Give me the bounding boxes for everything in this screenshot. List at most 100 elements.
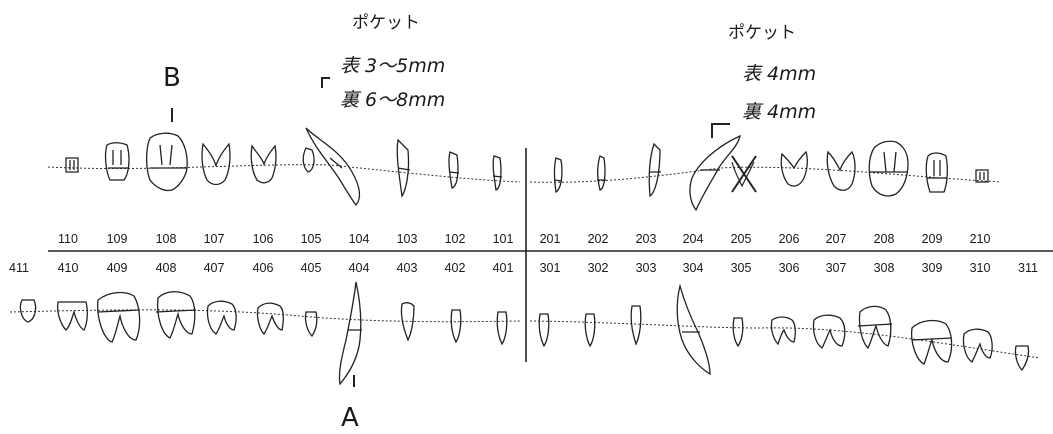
label-b: B	[163, 63, 181, 93]
tooth-404	[338, 281, 362, 386]
tooth-number-307: 307	[826, 261, 847, 275]
tooth-202	[597, 155, 606, 191]
tooth-number-206: 206	[779, 232, 800, 246]
tooth-number-209: 209	[922, 232, 943, 246]
tooth-number-208: 208	[874, 232, 895, 246]
tooth-number-401: 401	[493, 261, 514, 275]
tooth-407	[206, 300, 237, 335]
tooth-402	[450, 309, 462, 344]
right-pocket-front: 表 4mm	[742, 63, 816, 85]
tooth-number-305: 305	[731, 261, 752, 275]
tooth-number-304: 304	[683, 261, 704, 275]
tooth-number-202: 202	[588, 232, 609, 246]
tooth-109	[104, 142, 130, 181]
tooth-number-405: 405	[301, 261, 322, 275]
tooth-105	[302, 147, 315, 173]
tooth-301	[538, 313, 550, 348]
tooth-number-310: 310	[970, 261, 991, 275]
lower-right-teeth	[538, 283, 1030, 376]
tooth-207	[826, 150, 856, 191]
tooth-number-108: 108	[156, 232, 177, 246]
tooth-306	[770, 316, 796, 346]
tooth-208	[868, 140, 909, 197]
tooth-number-308: 308	[874, 261, 895, 275]
tooth-308	[857, 305, 893, 350]
tooth-number-102: 102	[445, 232, 466, 246]
tooth-number-103: 103	[397, 232, 418, 246]
tooth-number-201: 201	[540, 232, 561, 246]
tooth-number-302: 302	[588, 261, 609, 275]
upper-left-teeth	[65, 127, 503, 207]
tooth-110	[65, 157, 79, 173]
tooth-410	[56, 301, 88, 331]
lower-gumline	[9, 309, 1041, 359]
tooth-201	[553, 157, 563, 194]
tooth-number-407: 407	[204, 261, 225, 275]
tooth-209	[925, 152, 948, 193]
left-pocket-title: ポケット	[352, 13, 420, 33]
label-a: A	[341, 403, 359, 433]
tooth-103	[396, 138, 411, 198]
tooth-403	[400, 302, 415, 342]
right-pocket-bracket	[711, 123, 730, 138]
tooth-number-404: 404	[349, 261, 370, 275]
tooth-210	[975, 169, 989, 183]
lower-left-teeth	[19, 281, 508, 386]
tooth-204	[689, 134, 741, 212]
tooth-number-106: 106	[253, 232, 274, 246]
tooth-number-110: 110	[58, 232, 78, 246]
tooth-307	[812, 314, 846, 349]
left-pocket-bracket	[321, 77, 330, 88]
tooth-number-306: 306	[779, 261, 800, 275]
tooth-number-411: 411	[9, 261, 29, 275]
tooth-number-210: 210	[970, 232, 991, 246]
tooth-309	[910, 319, 953, 365]
tooth-302	[584, 313, 596, 348]
tooth-number-107: 107	[204, 232, 225, 246]
tooth-311	[1014, 345, 1030, 372]
left-pocket-back: 裏 6～8mm	[340, 89, 445, 111]
tooth-310	[962, 328, 993, 363]
tooth-205-cross	[731, 155, 757, 193]
upper-gumline	[47, 164, 1001, 183]
tooth-203	[648, 142, 661, 198]
left-pocket-front: 表 3～5mm	[340, 55, 445, 77]
tooth-411	[19, 299, 37, 323]
upper-right-teeth	[553, 134, 989, 212]
tooth-205	[731, 161, 755, 188]
tooth-101	[492, 155, 503, 191]
tooth-number-104: 104	[349, 232, 370, 246]
tooth-number-402: 402	[445, 261, 466, 275]
tooth-106	[250, 144, 277, 184]
tooth-number-409: 409	[107, 261, 128, 275]
tooth-number-105: 105	[301, 232, 322, 246]
tooth-406	[256, 302, 284, 336]
tooth-405	[304, 311, 318, 338]
tooth-number-207: 207	[826, 232, 847, 246]
tooth-305	[732, 317, 744, 348]
tooth-number-303: 303	[636, 261, 657, 275]
tooth-number-301: 301	[540, 261, 561, 275]
tooth-number-309: 309	[922, 261, 943, 275]
tooth-number-410: 410	[58, 261, 79, 275]
tooth-304	[676, 283, 711, 376]
tooth-number-406: 406	[253, 261, 274, 275]
tooth-number-204: 204	[683, 232, 704, 246]
tooth-102	[448, 151, 460, 189]
tooth-107	[201, 142, 231, 186]
tooth-number-101: 101	[493, 232, 514, 246]
tooth-104	[305, 127, 361, 207]
tooth-number-203: 203	[636, 232, 657, 246]
right-pocket-back: 裏 4mm	[742, 101, 816, 123]
tooth-401	[496, 311, 508, 346]
tooth-206	[780, 150, 808, 187]
tooth-number-109: 109	[107, 232, 128, 246]
tooth-108	[145, 132, 188, 192]
upper-tooth-numbers: 110 109 108 107 106 105 104 103 102 101 201 202 203 2…	[58, 232, 990, 246]
tooth-number-408: 408	[156, 261, 177, 275]
tooth-number-205: 205	[731, 232, 752, 246]
tooth-409	[97, 291, 141, 343]
tooth-408	[155, 291, 197, 339]
